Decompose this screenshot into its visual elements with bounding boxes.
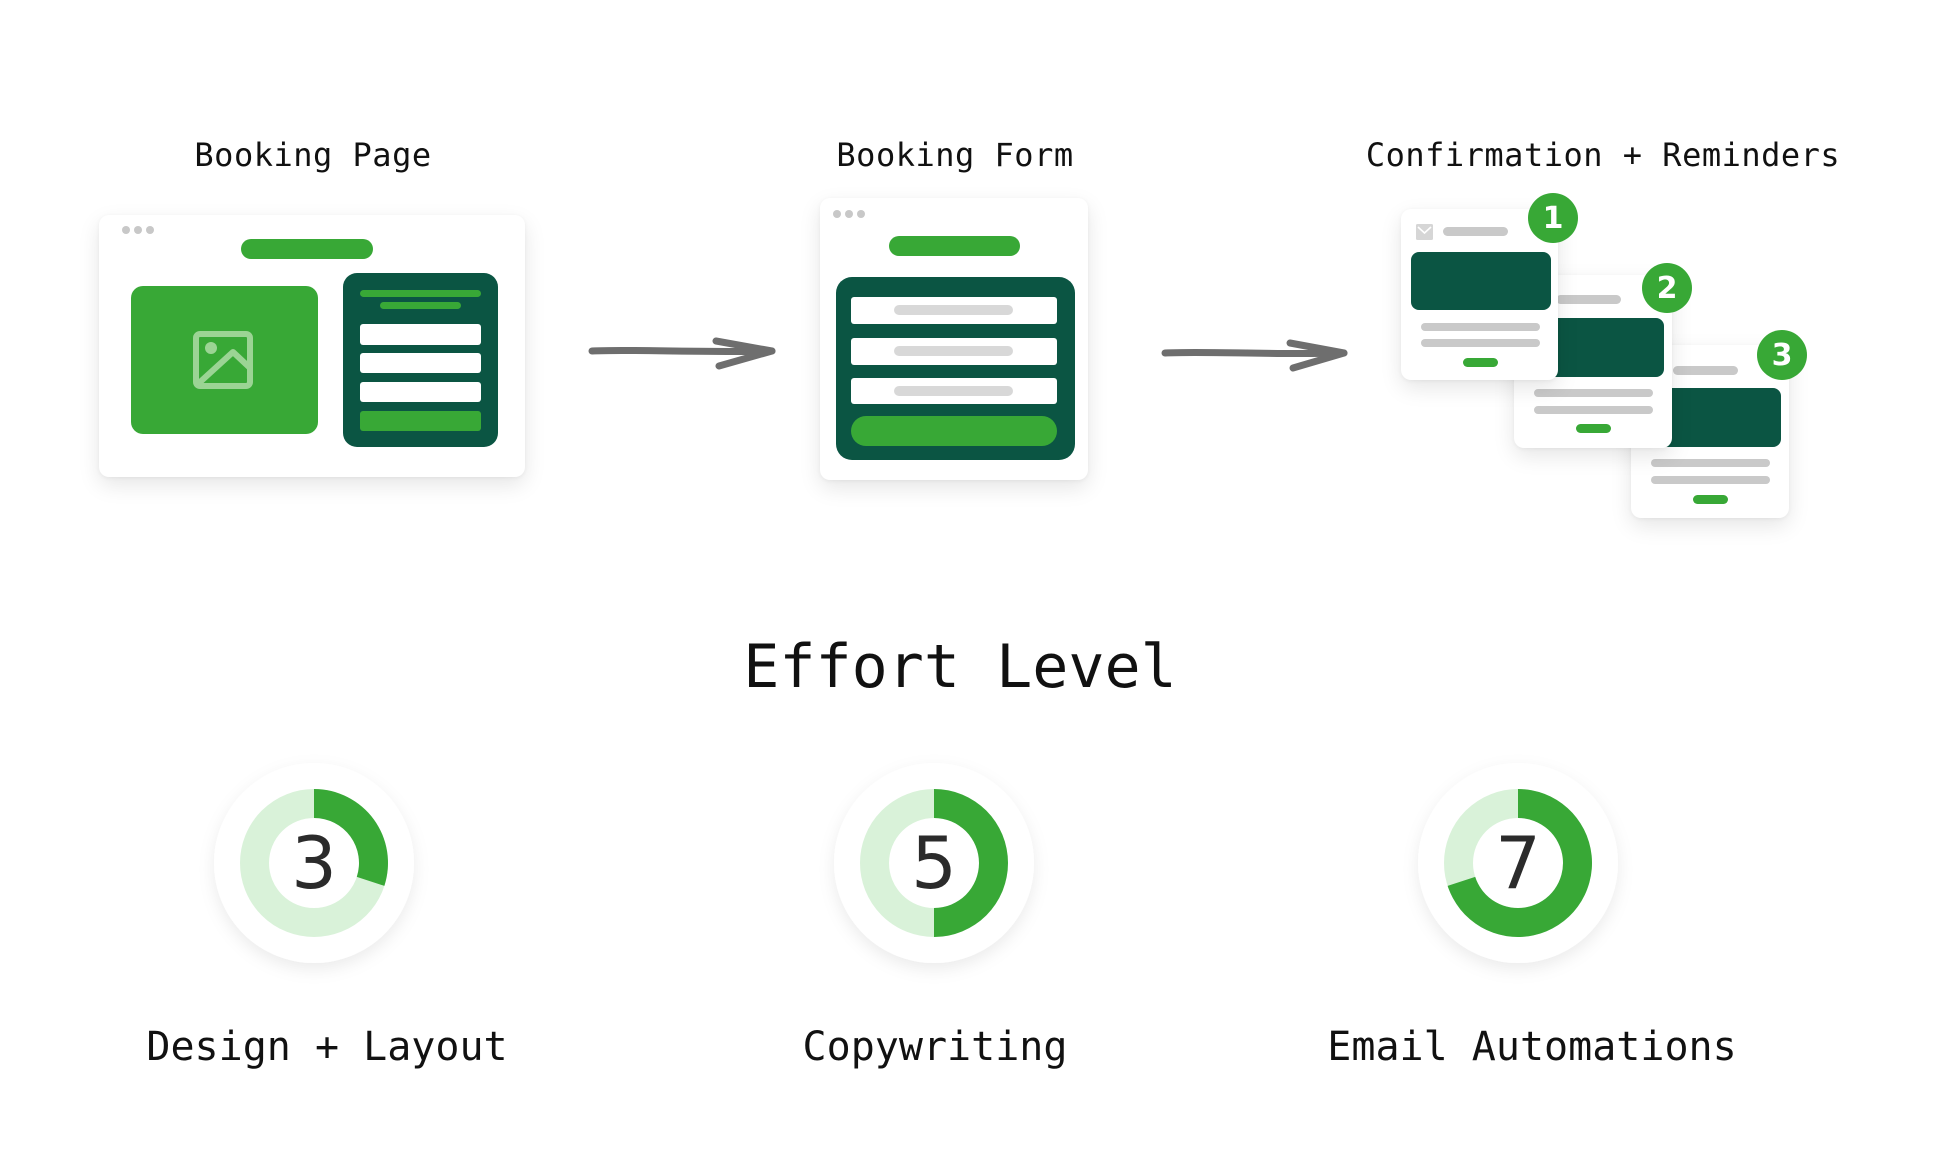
email-hero-block	[1411, 252, 1551, 310]
effort-label-email-automations: Email Automations	[1327, 1024, 1737, 1070]
hero-image-block	[131, 286, 318, 434]
widget-field	[360, 324, 481, 345]
arrow-right-icon	[588, 337, 776, 370]
effort-gauge-chart	[834, 763, 1034, 963]
effort-value: 3	[291, 821, 337, 905]
image-icon	[193, 331, 253, 389]
effort-gauge-design-layout: 3	[214, 763, 414, 963]
form-field	[851, 297, 1057, 324]
email-cta-button	[1463, 358, 1498, 367]
effort-gauge-copywriting: 5	[834, 763, 1034, 963]
booking-page-mockup	[99, 215, 525, 477]
effort-gauge-chart	[214, 763, 414, 963]
window-dots-icon	[833, 210, 865, 218]
envelope-icon	[1416, 224, 1433, 240]
form-submit-button	[851, 416, 1057, 446]
booking-form-mockup	[820, 198, 1088, 480]
booking-widget-panel	[343, 273, 498, 447]
widget-subheading-line	[380, 302, 461, 309]
step-title-booking-form: Booking Form	[836, 136, 1074, 174]
reminder-badge-3: 3	[1757, 330, 1807, 380]
effort-label-copywriting: Copywriting	[802, 1024, 1068, 1070]
widget-heading-line	[360, 290, 481, 297]
gauge-value-arc	[1447, 789, 1592, 937]
widget-submit-button	[360, 411, 481, 431]
form-panel	[836, 277, 1075, 460]
email-cta-button	[1576, 424, 1611, 433]
form-field	[851, 378, 1057, 404]
widget-field	[360, 382, 481, 402]
step-title-booking-page: Booking Page	[194, 136, 432, 174]
form-field	[851, 338, 1057, 365]
widget-field	[360, 353, 481, 373]
header-bar	[241, 239, 373, 259]
reminder-badge-1: 1	[1528, 193, 1578, 243]
effort-gauge-chart	[1418, 763, 1618, 963]
email-cta-button	[1693, 495, 1728, 504]
window-dots-icon	[122, 226, 154, 234]
effort-value: 5	[911, 821, 957, 905]
confirmation-email-card-1	[1401, 209, 1558, 380]
header-bar	[889, 236, 1020, 256]
effort-level-title: Effort Level	[743, 632, 1177, 702]
gauge-value-arc	[314, 789, 388, 886]
reminder-badge-2: 2	[1642, 263, 1692, 313]
arrow-right-icon	[1161, 339, 1348, 372]
effort-value: 7	[1495, 821, 1541, 905]
gauge-value-arc	[934, 789, 1008, 937]
step-title-confirmation-reminders: Confirmation + Reminders	[1365, 136, 1841, 174]
effort-label-design-layout: Design + Layout	[146, 1024, 508, 1070]
effort-gauge-email-automations: 7	[1418, 763, 1618, 963]
